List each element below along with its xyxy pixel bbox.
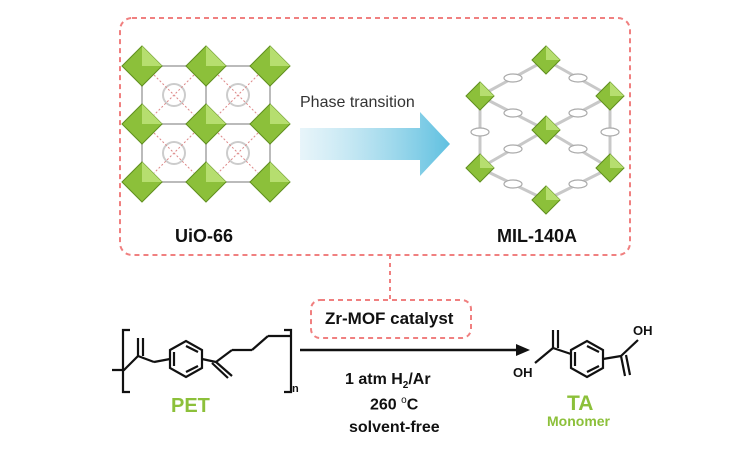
octahedron-highlight	[480, 154, 494, 168]
uio-zr-cluster	[185, 161, 227, 203]
octahedron-highlight	[206, 162, 226, 182]
uio-zr-cluster	[249, 161, 291, 203]
oh-right-label: OH	[633, 323, 653, 338]
mil-140a-label: MIL-140A	[497, 226, 578, 246]
mil-zr-chain	[531, 45, 561, 75]
uio-zr-cluster	[121, 45, 163, 87]
mil-zr-chain	[531, 115, 561, 145]
mil-benzene-ring	[503, 144, 523, 154]
oh-left-label: OH	[513, 365, 533, 380]
mil-140a-structure-illustration	[465, 45, 625, 215]
temperature-value: 260	[370, 396, 402, 414]
octahedron-highlight	[610, 82, 624, 96]
repeat-subscript-n: n	[292, 383, 299, 395]
mil-zr-chain	[531, 185, 561, 215]
temperature-unit: C	[406, 396, 419, 414]
reaction-arrowhead	[516, 344, 530, 356]
mil-zr-chain	[595, 153, 625, 183]
uio-66-structure-illustration	[121, 45, 291, 203]
uio-zr-cluster	[121, 161, 163, 203]
uio-zr-cluster	[121, 103, 163, 145]
octahedron-highlight	[206, 46, 226, 66]
octahedron-highlight	[480, 82, 494, 96]
octahedron-highlight	[270, 104, 290, 124]
mil-benzene-ring	[568, 144, 588, 154]
phase-transition-label: Phase transition	[300, 94, 415, 111]
mil-zr-chain	[465, 81, 495, 111]
mil-benzene-ring	[568, 73, 588, 83]
octahedron-highlight	[546, 46, 560, 60]
catalyst-label: Zr-MOF catalyst	[325, 309, 454, 328]
uio-zr-cluster	[185, 103, 227, 145]
octahedron-highlight	[270, 162, 290, 182]
conditions-solvent: solvent-free	[349, 419, 440, 436]
mil-benzene-ring	[503, 179, 523, 189]
mil-zr-chain	[465, 153, 495, 183]
octahedron-highlight	[142, 104, 162, 124]
pressure-prefix: 1 atm H	[345, 371, 403, 388]
temperature-degree: o	[401, 395, 407, 406]
conditions-pressure: 1 atm H2/Ar	[345, 371, 431, 391]
uio-pore-ring	[162, 83, 186, 107]
uio-bond	[153, 132, 195, 174]
uio-zr-cluster	[249, 45, 291, 87]
uio-pore-ring	[226, 141, 250, 165]
h2-subscript: 2	[402, 380, 409, 392]
uio-66-label: UiO-66	[175, 226, 234, 246]
left-bracket	[121, 328, 130, 394]
mil-benzene-ring	[470, 127, 490, 137]
ta-structure	[534, 330, 639, 379]
uio-pore-ring	[162, 141, 186, 165]
octahedron-highlight	[546, 116, 560, 130]
mil-zr-chain	[595, 81, 625, 111]
ta-label: TA	[567, 392, 594, 415]
octahedron-highlight	[142, 162, 162, 182]
conditions-temperature: 260 oC	[370, 395, 418, 414]
mil-benzene-ring	[503, 108, 523, 118]
uio-zr-cluster	[185, 45, 227, 87]
octahedron-highlight	[142, 46, 162, 66]
uio-bond	[153, 74, 195, 116]
monomer-label: Monomer	[547, 413, 610, 429]
phase-transition-arrow	[300, 112, 450, 176]
right-bracket	[284, 328, 293, 394]
top-dashed-panel	[119, 17, 631, 256]
uio-pore-ring	[226, 83, 250, 107]
gas-suffix: /Ar	[408, 371, 431, 388]
octahedron-highlight	[610, 154, 624, 168]
octahedron-highlight	[270, 46, 290, 66]
mil-benzene-ring	[503, 73, 523, 83]
uio-zr-cluster	[249, 103, 291, 145]
octahedron-highlight	[206, 104, 226, 124]
mil-benzene-ring	[568, 179, 588, 189]
uio-bond	[217, 132, 259, 174]
mil-benzene-ring	[600, 127, 620, 137]
pet-label: PET	[171, 395, 210, 417]
uio-bond	[217, 74, 259, 116]
catalyst-dashed-box	[310, 299, 472, 339]
octahedron-highlight	[546, 186, 560, 200]
mil-benzene-ring	[568, 108, 588, 118]
pet-structure	[112, 328, 293, 394]
